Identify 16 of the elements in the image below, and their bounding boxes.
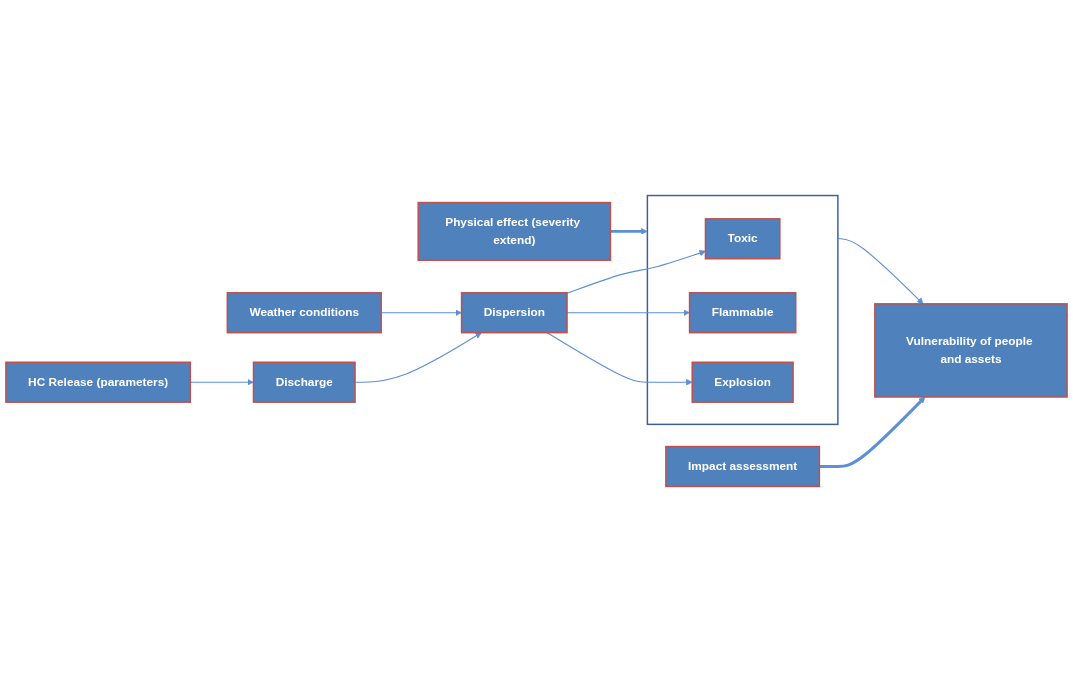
arrow bbox=[566, 249, 706, 294]
arrow bbox=[610, 228, 648, 235]
node-box: Physical effect (severity extend) bbox=[417, 201, 612, 261]
node-box: Dispersion bbox=[460, 292, 568, 334]
node-box: HC Release (parameters) bbox=[5, 361, 192, 403]
node-box: Explosion bbox=[691, 361, 794, 403]
node-box: Vulnerability of people and assets bbox=[874, 303, 1068, 398]
arrow bbox=[837, 238, 924, 305]
node-box: Discharge bbox=[252, 361, 356, 403]
node-box: Impact assessment bbox=[665, 445, 821, 488]
node-box: Flammable bbox=[688, 292, 797, 334]
node-box: Weather conditions bbox=[226, 292, 382, 334]
cluster bbox=[646, 194, 839, 426]
node-box: Toxic bbox=[704, 218, 781, 260]
arrow bbox=[546, 332, 693, 386]
arrow bbox=[819, 396, 926, 468]
